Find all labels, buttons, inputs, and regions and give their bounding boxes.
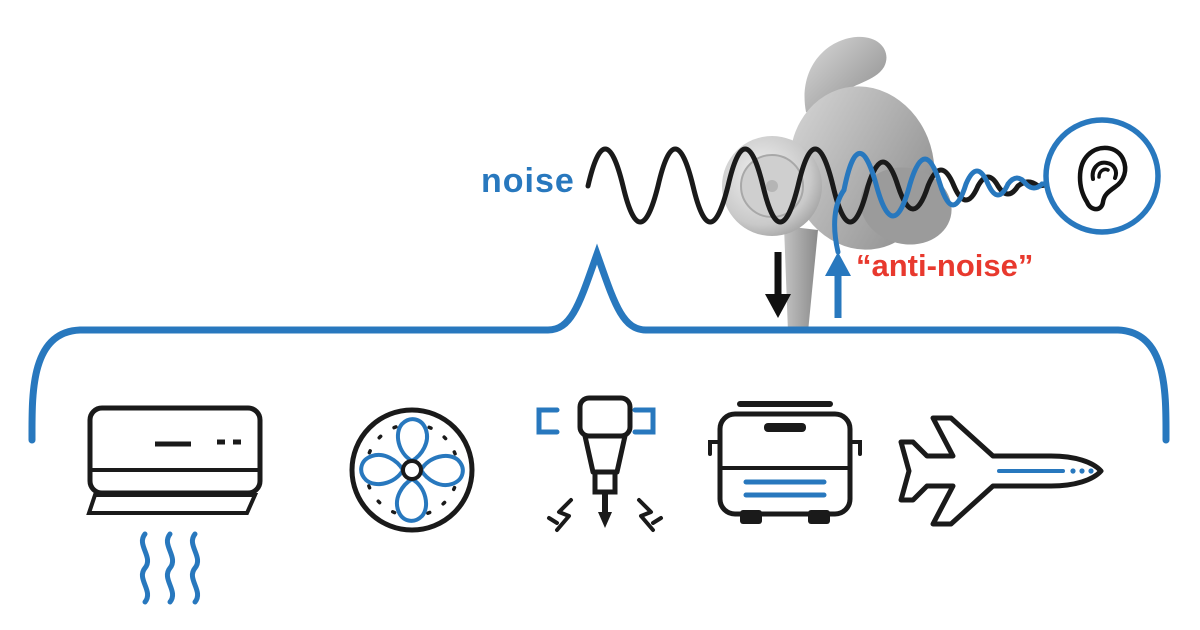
noise-down-arrow (765, 252, 791, 318)
air-conditioner-icon (86, 405, 263, 605)
spark-lines (547, 498, 663, 532)
bus-icon (708, 401, 862, 524)
anti-noise-up-arrow (825, 252, 851, 318)
airplane-icon (898, 415, 1104, 527)
anti-noise-label: “anti-noise” (856, 248, 1034, 283)
brace (28, 243, 1170, 444)
anti-noise-wave (832, 151, 1051, 255)
heat-waves (139, 531, 201, 605)
noise-label: noise (481, 162, 575, 200)
earbud-driver-center (766, 180, 778, 192)
earbud-stem (784, 226, 818, 332)
ear-icon (1043, 117, 1161, 235)
fan-icon (349, 407, 475, 533)
noise-wave (585, 146, 1049, 225)
jackhammer-icon (536, 395, 663, 532)
